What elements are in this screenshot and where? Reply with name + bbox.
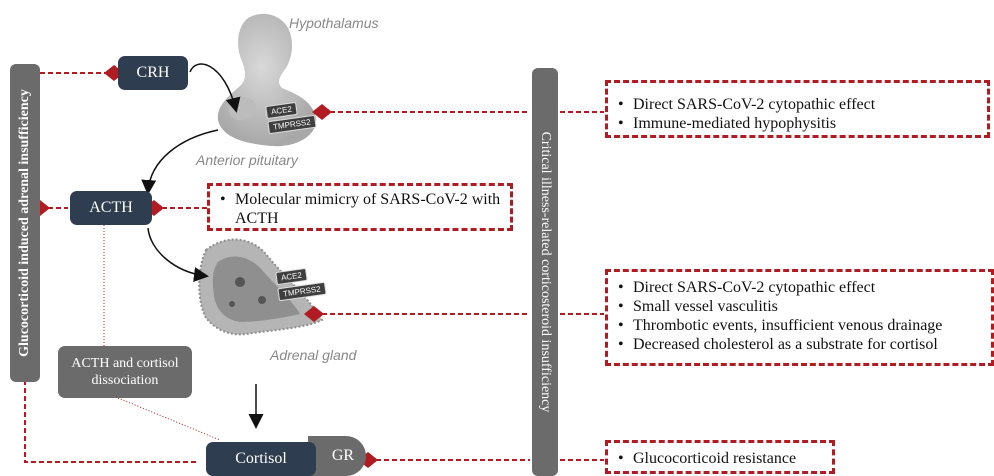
pituitary-mechanism-item: Immune-mediated hypophysitis — [616, 114, 979, 133]
adrenal-gland-label: Adrenal gland — [270, 347, 357, 363]
acth-mechanism-item: Molecular mimicry of SARS-CoV-2 with ACT… — [218, 190, 502, 228]
right-bar-label: Critical illness-related corticosteroid … — [538, 131, 553, 413]
acth-cortisol-dissociation-box: ACTH and cortisol dissociation — [58, 346, 192, 398]
anterior-pituitary-label: Anterior pituitary — [196, 152, 298, 168]
adrenal-mechanism-item: Direct SARS-CoV-2 cytopathic effect — [616, 278, 983, 297]
receptor-mechanism-item: Glucocorticoid resistance — [616, 449, 824, 468]
cortisol-box: Cortisol — [206, 442, 316, 476]
acth-to-adrenal-arrow — [147, 227, 209, 282]
right-vertical-bar: Critical illness-related corticosteroid … — [532, 68, 558, 476]
crh-to-pituitary-arrow — [189, 63, 241, 113]
pituitary-mechanism-box: Direct SARS-CoV-2 cytopathic effect Immu… — [605, 80, 990, 138]
adrenal-mechanism-item: Decreased cholesterol as a substrate for… — [616, 335, 983, 354]
dissociation-cortisol-dotted-line — [117, 397, 221, 441]
adrenal-mechanism-item: Thrombotic events, insufficient venous d… — [616, 316, 983, 335]
gr-receptor-box: GR — [308, 436, 366, 476]
acth-box: ACTH — [70, 191, 152, 225]
left-connectors — [24, 65, 198, 463]
left-vertical-bar: Glucocorticoid induced adrenal insuffici… — [10, 64, 40, 382]
receptor-mechanism-box: Glucocorticoid resistance — [605, 440, 835, 474]
pituitary-mechanism-item: Direct SARS-CoV-2 cytopathic effect — [616, 95, 979, 114]
pituitary-to-acth-arrow — [141, 129, 219, 195]
adrenal-mechanism-item: Small vessel vasculitis — [616, 297, 983, 316]
hypothalamus-label: Hypothalamus — [289, 15, 379, 31]
left-bar-label: Glucocorticoid induced adrenal insuffici… — [17, 89, 32, 357]
crh-box: CRH — [118, 56, 188, 90]
right-connectors — [144, 104, 604, 468]
adrenal-mechanism-box: Direct SARS-CoV-2 cytopathic effect Smal… — [605, 269, 994, 366]
acth-mechanism-box: Molecular mimicry of SARS-CoV-2 with ACT… — [207, 183, 513, 231]
